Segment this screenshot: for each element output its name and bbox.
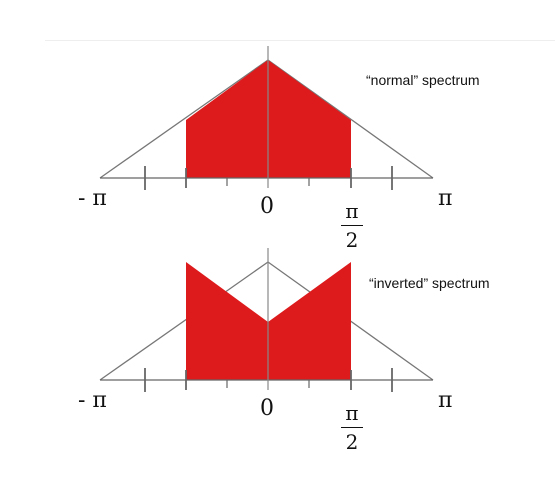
- fraction-bar: [341, 225, 363, 226]
- tick-label-pi: π: [438, 186, 453, 211]
- panel-normal: [99, 46, 434, 190]
- fraction-numerator: π: [345, 401, 359, 425]
- tick-label-pi: π: [438, 388, 453, 413]
- top-divider: [45, 40, 555, 41]
- inverted-spectrum-label: “inverted” spectrum: [369, 275, 490, 291]
- tick-label-pi-over-2: π 2: [340, 200, 364, 251]
- tick-label-zero: 0: [260, 396, 274, 421]
- panel-inverted: [99, 248, 434, 392]
- fraction-numerator: π: [345, 199, 359, 223]
- tick-label-neg-pi: - π: [78, 186, 107, 211]
- fraction-bar: [341, 427, 363, 428]
- normal-spectrum-label: “normal” spectrum: [366, 72, 480, 88]
- tick-label-neg-pi: - π: [78, 388, 107, 413]
- fraction-denominator: 2: [345, 228, 359, 252]
- fraction-denominator: 2: [345, 430, 359, 454]
- tick-label-zero: 0: [260, 194, 274, 219]
- inverted-spectrum-fill: [186, 262, 351, 380]
- tick-label-pi-over-2: π 2: [340, 402, 364, 453]
